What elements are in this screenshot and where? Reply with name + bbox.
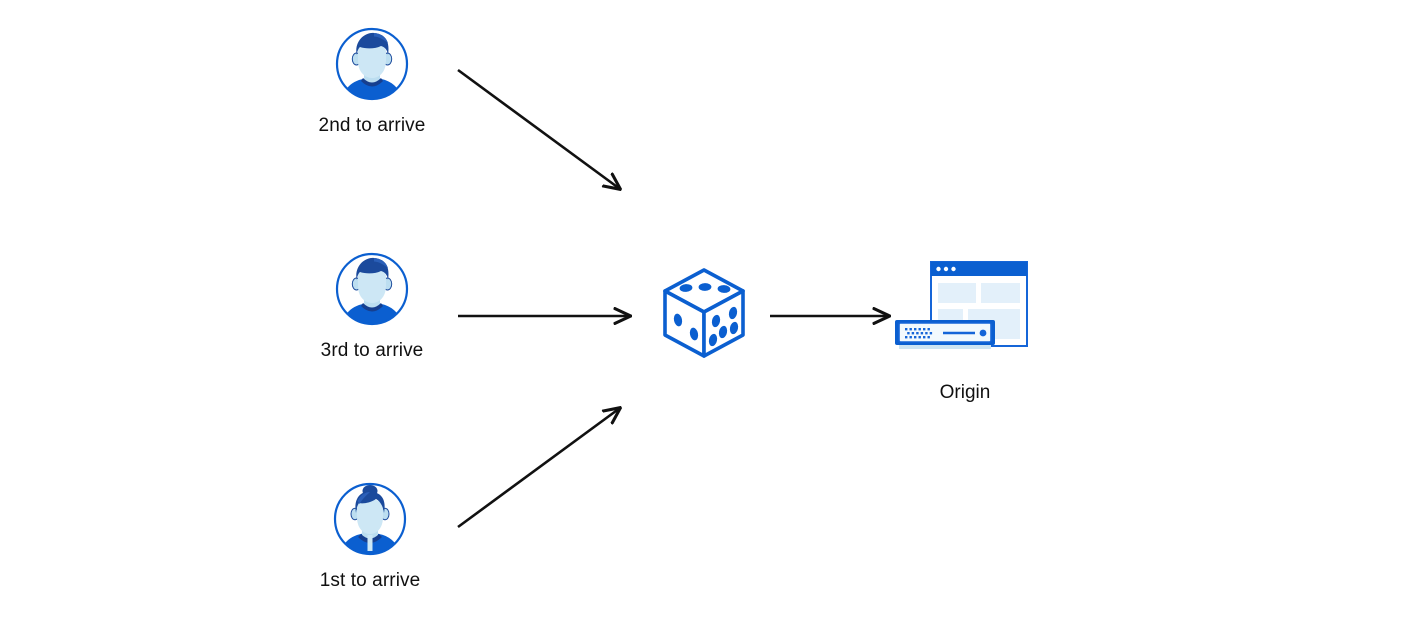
dice-cube-icon [650,258,770,373]
node-label-client-3rd: 3rd to arrive [320,340,424,361]
arrow-2nd-to-dice [457,68,620,189]
rack-server [895,320,995,349]
node-randomizer[interactable] [650,258,770,373]
node-client-3rd[interactable]: 3rd to arrive [297,251,447,362]
arrow-1st-to-dice [457,408,620,529]
node-label-client-2nd: 2nd to arrive [318,115,426,136]
person-avatar-icon [334,251,410,327]
person-avatar-icon [332,481,408,557]
node-client-1st[interactable]: 1st to arrive [295,481,445,592]
person-avatar-icon [334,26,410,102]
origin-server-icon [875,255,1055,370]
node-label-origin: Origin [939,382,991,403]
node-label-client-1st: 1st to arrive [319,570,421,591]
node-origin[interactable]: Origin [875,255,1055,404]
node-client-2nd[interactable]: 2nd to arrive [297,26,447,137]
